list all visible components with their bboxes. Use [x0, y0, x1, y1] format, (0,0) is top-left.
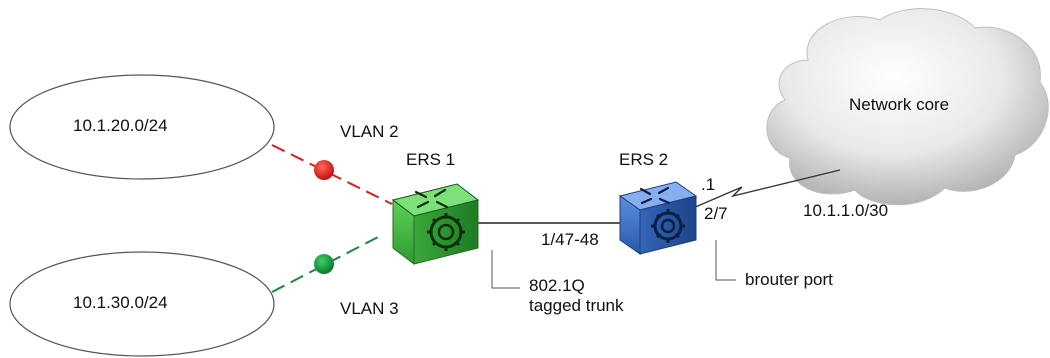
- trunk-type-line1: 802.1Q: [529, 276, 585, 295]
- ers1-switch-icon: [391, 183, 480, 266]
- brouter-callout-line: [715, 240, 736, 281]
- subnet-vlan2-ellipse: [9, 74, 275, 180]
- core-subnet-label: 10.1.1.0/30: [803, 201, 888, 220]
- trunk-callout-line: [491, 250, 520, 289]
- trunk-ports-label: 1/47-48: [541, 230, 599, 249]
- brouter-address-label: .1: [701, 175, 715, 194]
- ers1-label: ERS 1: [406, 150, 455, 169]
- vlan2-dot: [314, 160, 334, 180]
- subnet-vlan2-label: 10.1.20.0/24: [73, 116, 168, 135]
- brouter-link: [692, 169, 841, 209]
- network-core-cloud: [766, 8, 1049, 206]
- vlan3-dot: [314, 254, 334, 274]
- vlan3-label: VLAN 3: [340, 299, 399, 318]
- ers2-switch-icon: [618, 181, 698, 255]
- brouter-port-label: 2/7: [704, 204, 728, 223]
- trunk-type-line2: tagged trunk: [529, 296, 624, 315]
- subnet-vlan3-label: 10.1.30.0/24: [73, 293, 168, 312]
- ers2-label: ERS 2: [619, 150, 668, 169]
- subnet-vlan3-ellipse: [9, 251, 275, 357]
- network-core-label: Network core: [849, 95, 949, 114]
- vlan2-label: VLAN 2: [340, 122, 399, 141]
- brouter-port-text: brouter port: [745, 270, 833, 289]
